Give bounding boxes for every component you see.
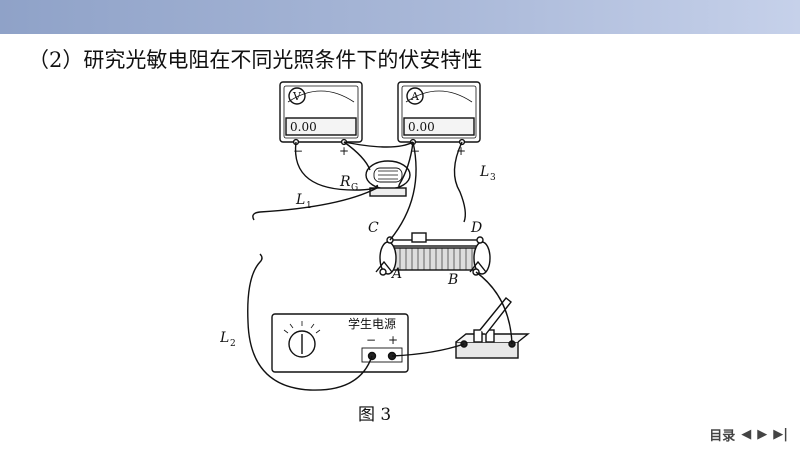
rheostat-a-label: A	[390, 266, 402, 282]
wire-l2-subscript: 2	[230, 339, 236, 349]
power-supply-title: 学生电源	[348, 316, 396, 331]
rheostat-c-label: C	[368, 220, 379, 236]
rheostat	[375, 232, 491, 276]
rheostat-d-label: D	[470, 220, 482, 236]
menu-link[interactable]: 目录	[709, 429, 736, 444]
voltmeter-minus-label: −	[293, 144, 303, 158]
switch	[455, 297, 530, 359]
circuit-diagram: 0.00 0.00 V A − + − + R G L 1 L 2 L 3 C …	[220, 81, 530, 391]
photoresistor-label: R	[339, 174, 351, 190]
ammeter-reading: 0.00	[408, 120, 435, 134]
slide-navigation: 目录 ◀ ▶ ▶|	[709, 425, 788, 444]
wire-l1-label: L	[295, 192, 305, 208]
voltmeter	[279, 81, 363, 143]
photoresistor	[365, 160, 411, 197]
voltmeter-plus-label: +	[339, 144, 349, 158]
ammeter-minus-label: −	[410, 144, 420, 158]
prev-slide-button[interactable]: ◀	[741, 427, 752, 442]
voltmeter-symbol: V	[292, 90, 302, 103]
power-supply-minus-label: −	[366, 333, 376, 347]
slide-heading: （2）研究光敏电阻在不同光照条件下的伏安特性	[28, 48, 483, 72]
wire-l3-subscript: 3	[490, 173, 496, 183]
ammeter-symbol: A	[410, 90, 420, 103]
wire-l3-label: L	[479, 164, 489, 180]
power-supply	[271, 313, 409, 373]
wire-l2-label: L	[220, 330, 229, 346]
figure-caption: 图 3	[358, 405, 392, 425]
top-banner	[0, 0, 800, 34]
last-slide-button[interactable]: ▶|	[773, 427, 788, 442]
power-supply-plus-label: +	[388, 333, 398, 347]
voltmeter-reading: 0.00	[290, 120, 317, 134]
rheostat-b-label: B	[447, 272, 458, 288]
wire-l1-subscript: 1	[306, 201, 312, 211]
photoresistor-subscript: G	[351, 183, 358, 193]
ammeter-plus-label: +	[456, 144, 466, 158]
ammeter	[397, 81, 481, 143]
next-slide-button[interactable]: ▶	[757, 427, 768, 442]
